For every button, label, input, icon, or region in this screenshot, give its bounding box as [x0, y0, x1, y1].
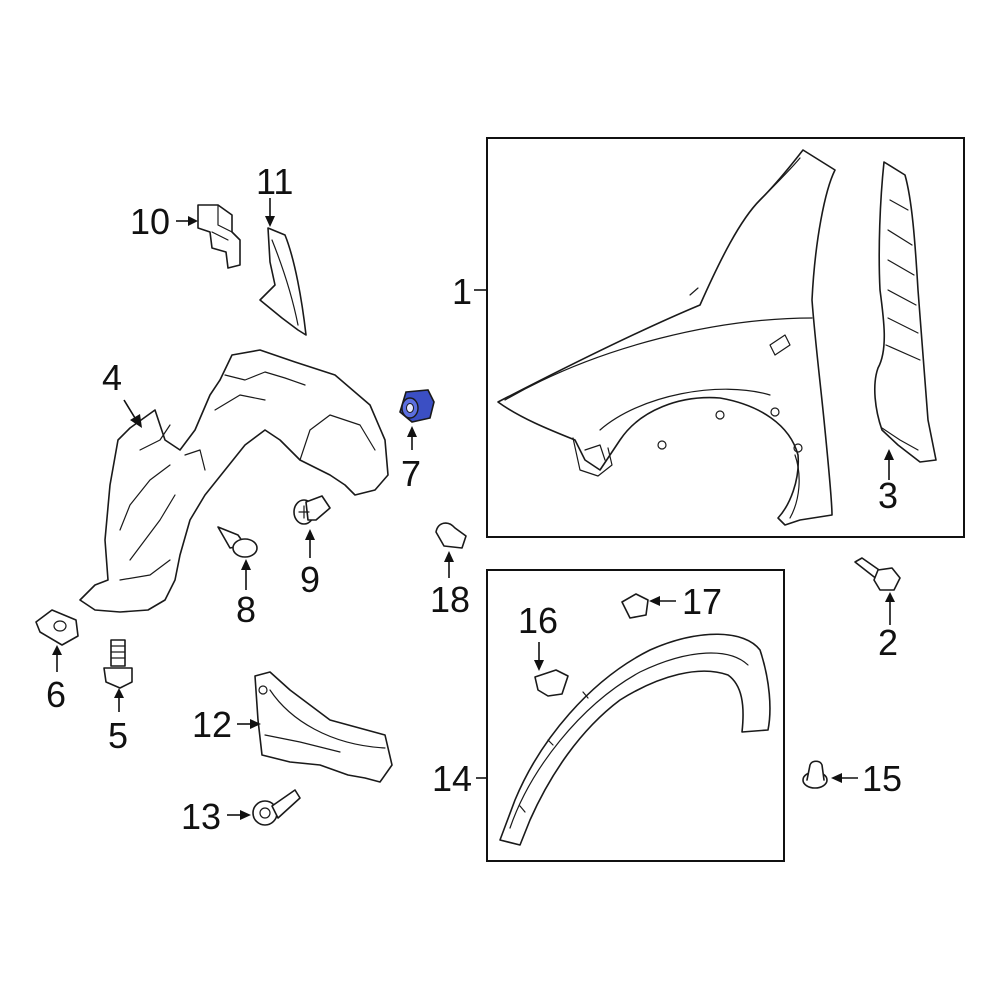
callout-16: 16 — [518, 600, 558, 641]
callout-17: 17 — [682, 581, 722, 622]
callout-15: 15 — [862, 758, 902, 799]
callout-5: 5 — [108, 715, 128, 756]
bolt-5-part[interactable] — [103, 639, 133, 689]
fender-bracket-part[interactable] — [874, 161, 937, 463]
fender-group-box — [486, 137, 965, 538]
callout-7: 7 — [401, 453, 421, 494]
seal-11-part[interactable] — [259, 227, 307, 336]
flare-group-box — [486, 569, 785, 862]
callout-10: 10 — [130, 201, 170, 242]
callout-13: 13 — [181, 796, 221, 837]
clip-nut-6-part[interactable] — [35, 609, 79, 646]
leader-lines — [52, 198, 895, 820]
clip-10-part[interactable] — [197, 204, 241, 269]
fender-liner-part[interactable] — [79, 349, 389, 613]
clip-8-part[interactable] — [217, 526, 258, 558]
arch-flare-14-part[interactable] — [499, 633, 771, 846]
bolt-13-part[interactable] — [252, 789, 301, 826]
bolt-9-part[interactable] — [293, 495, 331, 525]
callout-11: 11 — [256, 161, 293, 202]
bracket-12-part[interactable] — [254, 671, 393, 783]
callout-14: 14 — [432, 758, 472, 799]
fender-part[interactable] — [497, 149, 836, 526]
callout-6: 6 — [46, 674, 66, 715]
clip-16-part[interactable] — [534, 669, 569, 697]
callout-3: 3 — [878, 475, 898, 516]
callout-4: 4 — [102, 357, 122, 398]
callout-1: 1 — [452, 271, 472, 312]
grommet-18-part[interactable] — [435, 522, 467, 549]
bolt-2-part[interactable] — [854, 557, 901, 591]
callout-12: 12 — [192, 704, 232, 745]
clip-15-part[interactable] — [802, 760, 828, 789]
callout-9: 9 — [300, 559, 320, 600]
callout-18: 18 — [430, 579, 470, 620]
clip-17-part[interactable] — [621, 593, 649, 619]
callout-2: 2 — [878, 622, 898, 663]
nut-7-part[interactable] — [399, 389, 435, 423]
callout-8: 8 — [236, 589, 256, 630]
